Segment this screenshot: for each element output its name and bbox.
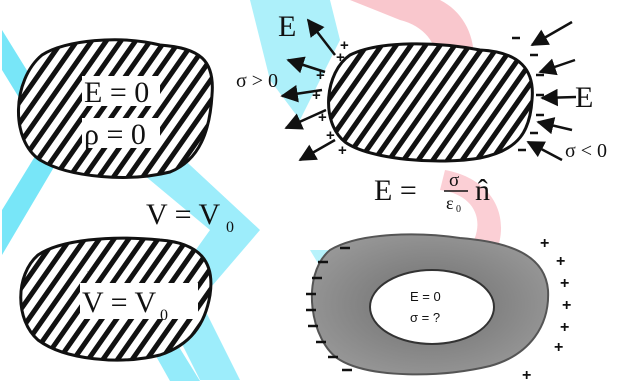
field-arrow: [542, 97, 576, 98]
formula-lhs: E =: [374, 174, 417, 207]
outer-potential-subscript: 0: [226, 219, 234, 236]
cavity-sigma-label: σ = ?: [410, 310, 440, 325]
e-field-label-right: E: [575, 81, 593, 114]
svg-text:+: +: [340, 37, 349, 54]
svg-text:+: +: [554, 339, 563, 356]
svg-text:+: +: [562, 297, 571, 314]
inner-potential-label: V = V: [82, 286, 157, 319]
rho-zero-label: ρ = 0: [84, 118, 146, 151]
formula-numerator: σ: [449, 170, 459, 191]
cavity-field-label: E = 0: [410, 289, 441, 304]
svg-text:+: +: [560, 319, 569, 336]
svg-text:+: +: [326, 127, 335, 144]
sigma-negative-label: σ < 0: [565, 140, 607, 162]
svg-text:+: +: [556, 253, 565, 270]
outer-potential-label: V = V: [146, 198, 221, 231]
svg-text:+: +: [540, 235, 549, 252]
svg-text:+: +: [316, 67, 325, 84]
conductor-body: [329, 44, 533, 161]
formula-denominator-subscript: 0: [456, 204, 461, 215]
e-field-label-left: E: [278, 10, 296, 43]
e-zero-label: E = 0: [84, 76, 149, 109]
formula-denominator: ε: [446, 193, 454, 213]
formula-unit-vector: n̂: [475, 174, 490, 207]
sigma-positive-label: σ > 0: [236, 70, 278, 92]
cavity: [370, 270, 494, 344]
svg-text:+: +: [312, 87, 321, 104]
svg-text:+: +: [522, 367, 531, 381]
field-arrow: [540, 60, 575, 72]
svg-text:+: +: [318, 109, 327, 126]
field-arrow: [528, 142, 562, 160]
conductor-top-left: E = 0 ρ = 0: [18, 40, 212, 178]
svg-text:+: +: [338, 142, 347, 159]
svg-text:+: +: [560, 275, 569, 292]
inner-potential-subscript: 0: [160, 307, 168, 324]
field-arrow: [538, 122, 572, 130]
hollow-conductor: E = 0 σ = ? + + + + + + +: [306, 234, 571, 381]
field-arrow: [532, 22, 572, 45]
